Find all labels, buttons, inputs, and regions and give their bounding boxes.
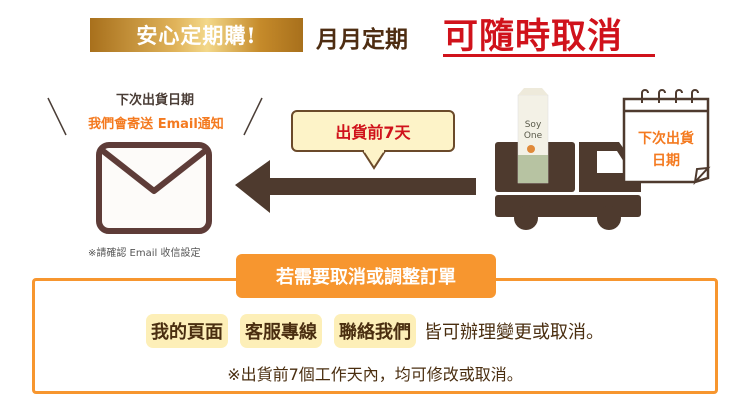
cancel-anytime-headline: 可隨時取消 bbox=[443, 16, 624, 57]
calendar-icon: 下次出貨 日期 bbox=[622, 89, 711, 186]
contact-us-link[interactable]: 聯絡我們 bbox=[334, 314, 416, 348]
soy-one-carton: Soy One bbox=[517, 88, 549, 184]
envelope-icon bbox=[96, 142, 212, 234]
monthly-subscription-label: 月月定期 bbox=[316, 26, 408, 53]
svg-text:One: One bbox=[524, 131, 543, 141]
headline-underline bbox=[443, 54, 655, 57]
options-suffix: 皆可辦理變更或取消。 bbox=[424, 322, 604, 343]
cancel-note: ※出貨前7個工作天內，均可修改或取消。 bbox=[227, 365, 523, 384]
cancel-options-row: 我的頁面 客服專線 聯絡我們 皆可辦理變更或取消。 bbox=[32, 314, 718, 348]
svg-text:Soy: Soy bbox=[525, 120, 542, 130]
calendar-line1: 下次出貨 bbox=[638, 130, 694, 147]
email-settings-hint: ※請確認 Email 收信設定 bbox=[88, 248, 201, 259]
next-shipping-date-label: 下次出貨日期 bbox=[115, 93, 194, 108]
my-page-link[interactable]: 我的頁面 bbox=[146, 314, 228, 348]
email-notify-label: 我們會寄送 Email通知 bbox=[88, 117, 224, 132]
calendar-line2: 日期 bbox=[652, 153, 680, 169]
seven-days-before-bubble: 出貨前7天 bbox=[291, 110, 455, 152]
customer-service-link[interactable]: 客服專線 bbox=[240, 314, 322, 348]
cancel-box-title: 若需要取消或調整訂單 bbox=[236, 254, 496, 298]
bubble-tail bbox=[362, 150, 386, 170]
delivery-truck-icon: Soy One 下次出貨 日期 bbox=[495, 88, 711, 230]
arrow-left-icon bbox=[235, 160, 476, 213]
subscription-banner: 安心定期購! bbox=[90, 18, 303, 52]
accent-slashes bbox=[47, 97, 263, 136]
